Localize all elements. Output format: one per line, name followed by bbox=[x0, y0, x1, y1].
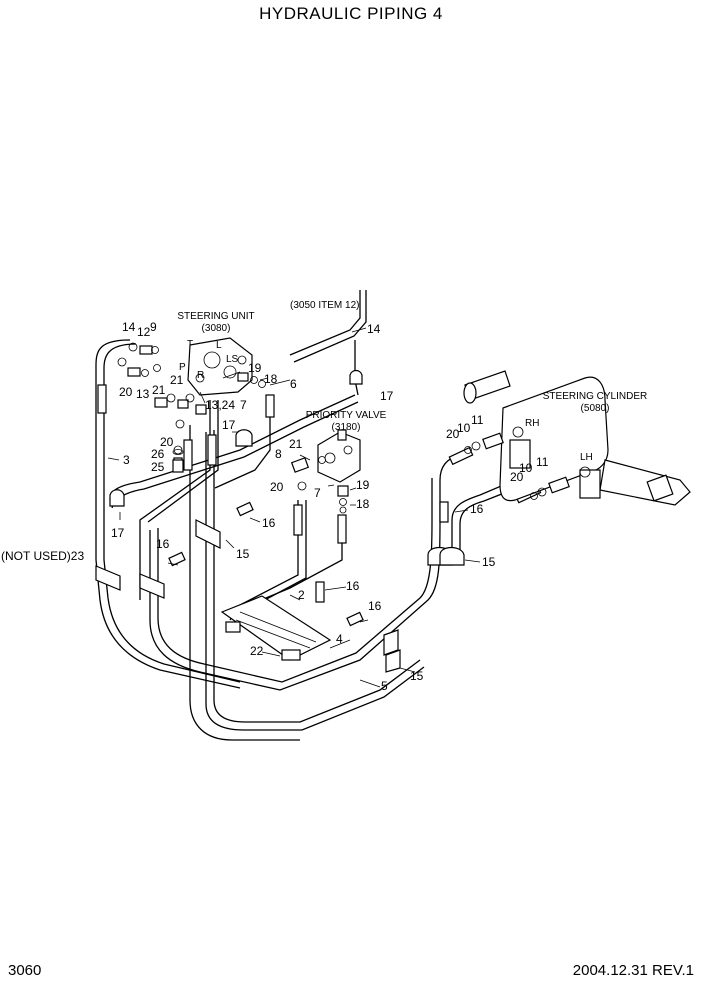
priority-valve bbox=[290, 429, 361, 514]
steering-unit-label: STEERING UNIT bbox=[177, 311, 254, 322]
callout-17b: 17 bbox=[222, 418, 236, 432]
callout-4: 4 bbox=[336, 632, 343, 646]
callout-12: 12 bbox=[137, 325, 151, 339]
priority-valve-code: (3180) bbox=[332, 422, 361, 433]
callout-17c: 17 bbox=[111, 526, 125, 540]
steering-unit-code: (3080) bbox=[202, 323, 231, 334]
callout-15b: 15 bbox=[410, 669, 424, 683]
priority-valve-label: PRIORITY VALVE bbox=[306, 410, 387, 421]
callout-14a: 14 bbox=[122, 320, 136, 334]
leader-lines bbox=[107, 327, 481, 688]
callout-2: 2 bbox=[298, 588, 305, 602]
clamps-and-bolts bbox=[95, 369, 465, 673]
callout-20e: 20 bbox=[510, 470, 524, 484]
callout-numbers: 14 12 9 20 13 21 21 13,24 19 18 7 6 14 1… bbox=[1, 320, 549, 693]
callout-21c: 21 bbox=[289, 437, 303, 451]
callout-3: 3 bbox=[123, 453, 130, 467]
cylinder-rh-mark: RH bbox=[525, 418, 539, 429]
steering-unit: T P L LS R bbox=[179, 337, 253, 396]
callout-20c: 20 bbox=[270, 480, 284, 494]
callout-5: 5 bbox=[381, 679, 388, 693]
callout-11b: 11 bbox=[536, 455, 549, 469]
callout-25: 25 bbox=[151, 460, 165, 474]
callout-16b: 16 bbox=[156, 537, 170, 551]
callout-18b: 18 bbox=[356, 497, 370, 511]
hose-sleeves bbox=[97, 384, 542, 544]
callout-6: 6 bbox=[290, 377, 297, 391]
callout-19a: 19 bbox=[248, 361, 262, 375]
callout-10b: 10 bbox=[519, 461, 533, 475]
port-ls-mark: LS bbox=[226, 354, 239, 365]
steering-cylinder-label: STEERING CYLINDER bbox=[543, 391, 647, 402]
callout-17a: 17 bbox=[380, 389, 394, 403]
port-t-mark: T bbox=[187, 339, 193, 350]
callout-21a: 21 bbox=[152, 383, 166, 397]
callout-7a: 7 bbox=[240, 398, 247, 412]
callout-22: 22 bbox=[250, 644, 264, 658]
port-p-mark: P bbox=[179, 362, 186, 373]
callout-20d: 20 bbox=[446, 427, 460, 441]
callout-23-not-used: (NOT USED)23 bbox=[1, 549, 84, 563]
callout-9: 9 bbox=[150, 320, 157, 334]
callout-19b: 19 bbox=[356, 478, 370, 492]
revision-date: 2004.12.31 REV.1 bbox=[572, 962, 694, 979]
cylinder-lh-mark: LH bbox=[580, 452, 593, 463]
callout-16e: 16 bbox=[470, 502, 484, 516]
callout-20a: 20 bbox=[119, 385, 133, 399]
callout-16d: 16 bbox=[368, 599, 382, 613]
page-number: 3060 bbox=[8, 962, 42, 979]
reference-note: (3050 ITEM 12) bbox=[290, 300, 359, 311]
callout-16a: 16 bbox=[262, 516, 276, 530]
callout-16c: 16 bbox=[346, 579, 360, 593]
callout-15c: 15 bbox=[482, 555, 496, 569]
pipe-runs bbox=[95, 290, 523, 741]
callout-8: 8 bbox=[275, 447, 282, 461]
callout-7b: 7 bbox=[314, 486, 321, 500]
callout-26: 26 bbox=[151, 447, 165, 461]
callout-15a: 15 bbox=[236, 547, 250, 561]
port-l-mark: L bbox=[216, 340, 222, 351]
steering-cylinder: RH LH bbox=[463, 370, 691, 506]
callout-13: 13 bbox=[136, 387, 150, 401]
cylinder-fittings bbox=[464, 432, 570, 500]
port-r-mark: R bbox=[197, 370, 204, 381]
callout-11a: 11 bbox=[471, 413, 484, 427]
callout-20b: 20 bbox=[160, 435, 174, 449]
callout-21b: 21 bbox=[170, 373, 184, 387]
callout-10a: 10 bbox=[457, 421, 471, 435]
callout-14b: 14 bbox=[367, 322, 381, 336]
callout-13-24: 13,24 bbox=[205, 398, 235, 412]
steering-cylinder-code: (5080) bbox=[581, 403, 610, 414]
page-title: HYDRAULIC PIPING 4 bbox=[259, 4, 443, 23]
callout-18a: 18 bbox=[264, 372, 278, 386]
